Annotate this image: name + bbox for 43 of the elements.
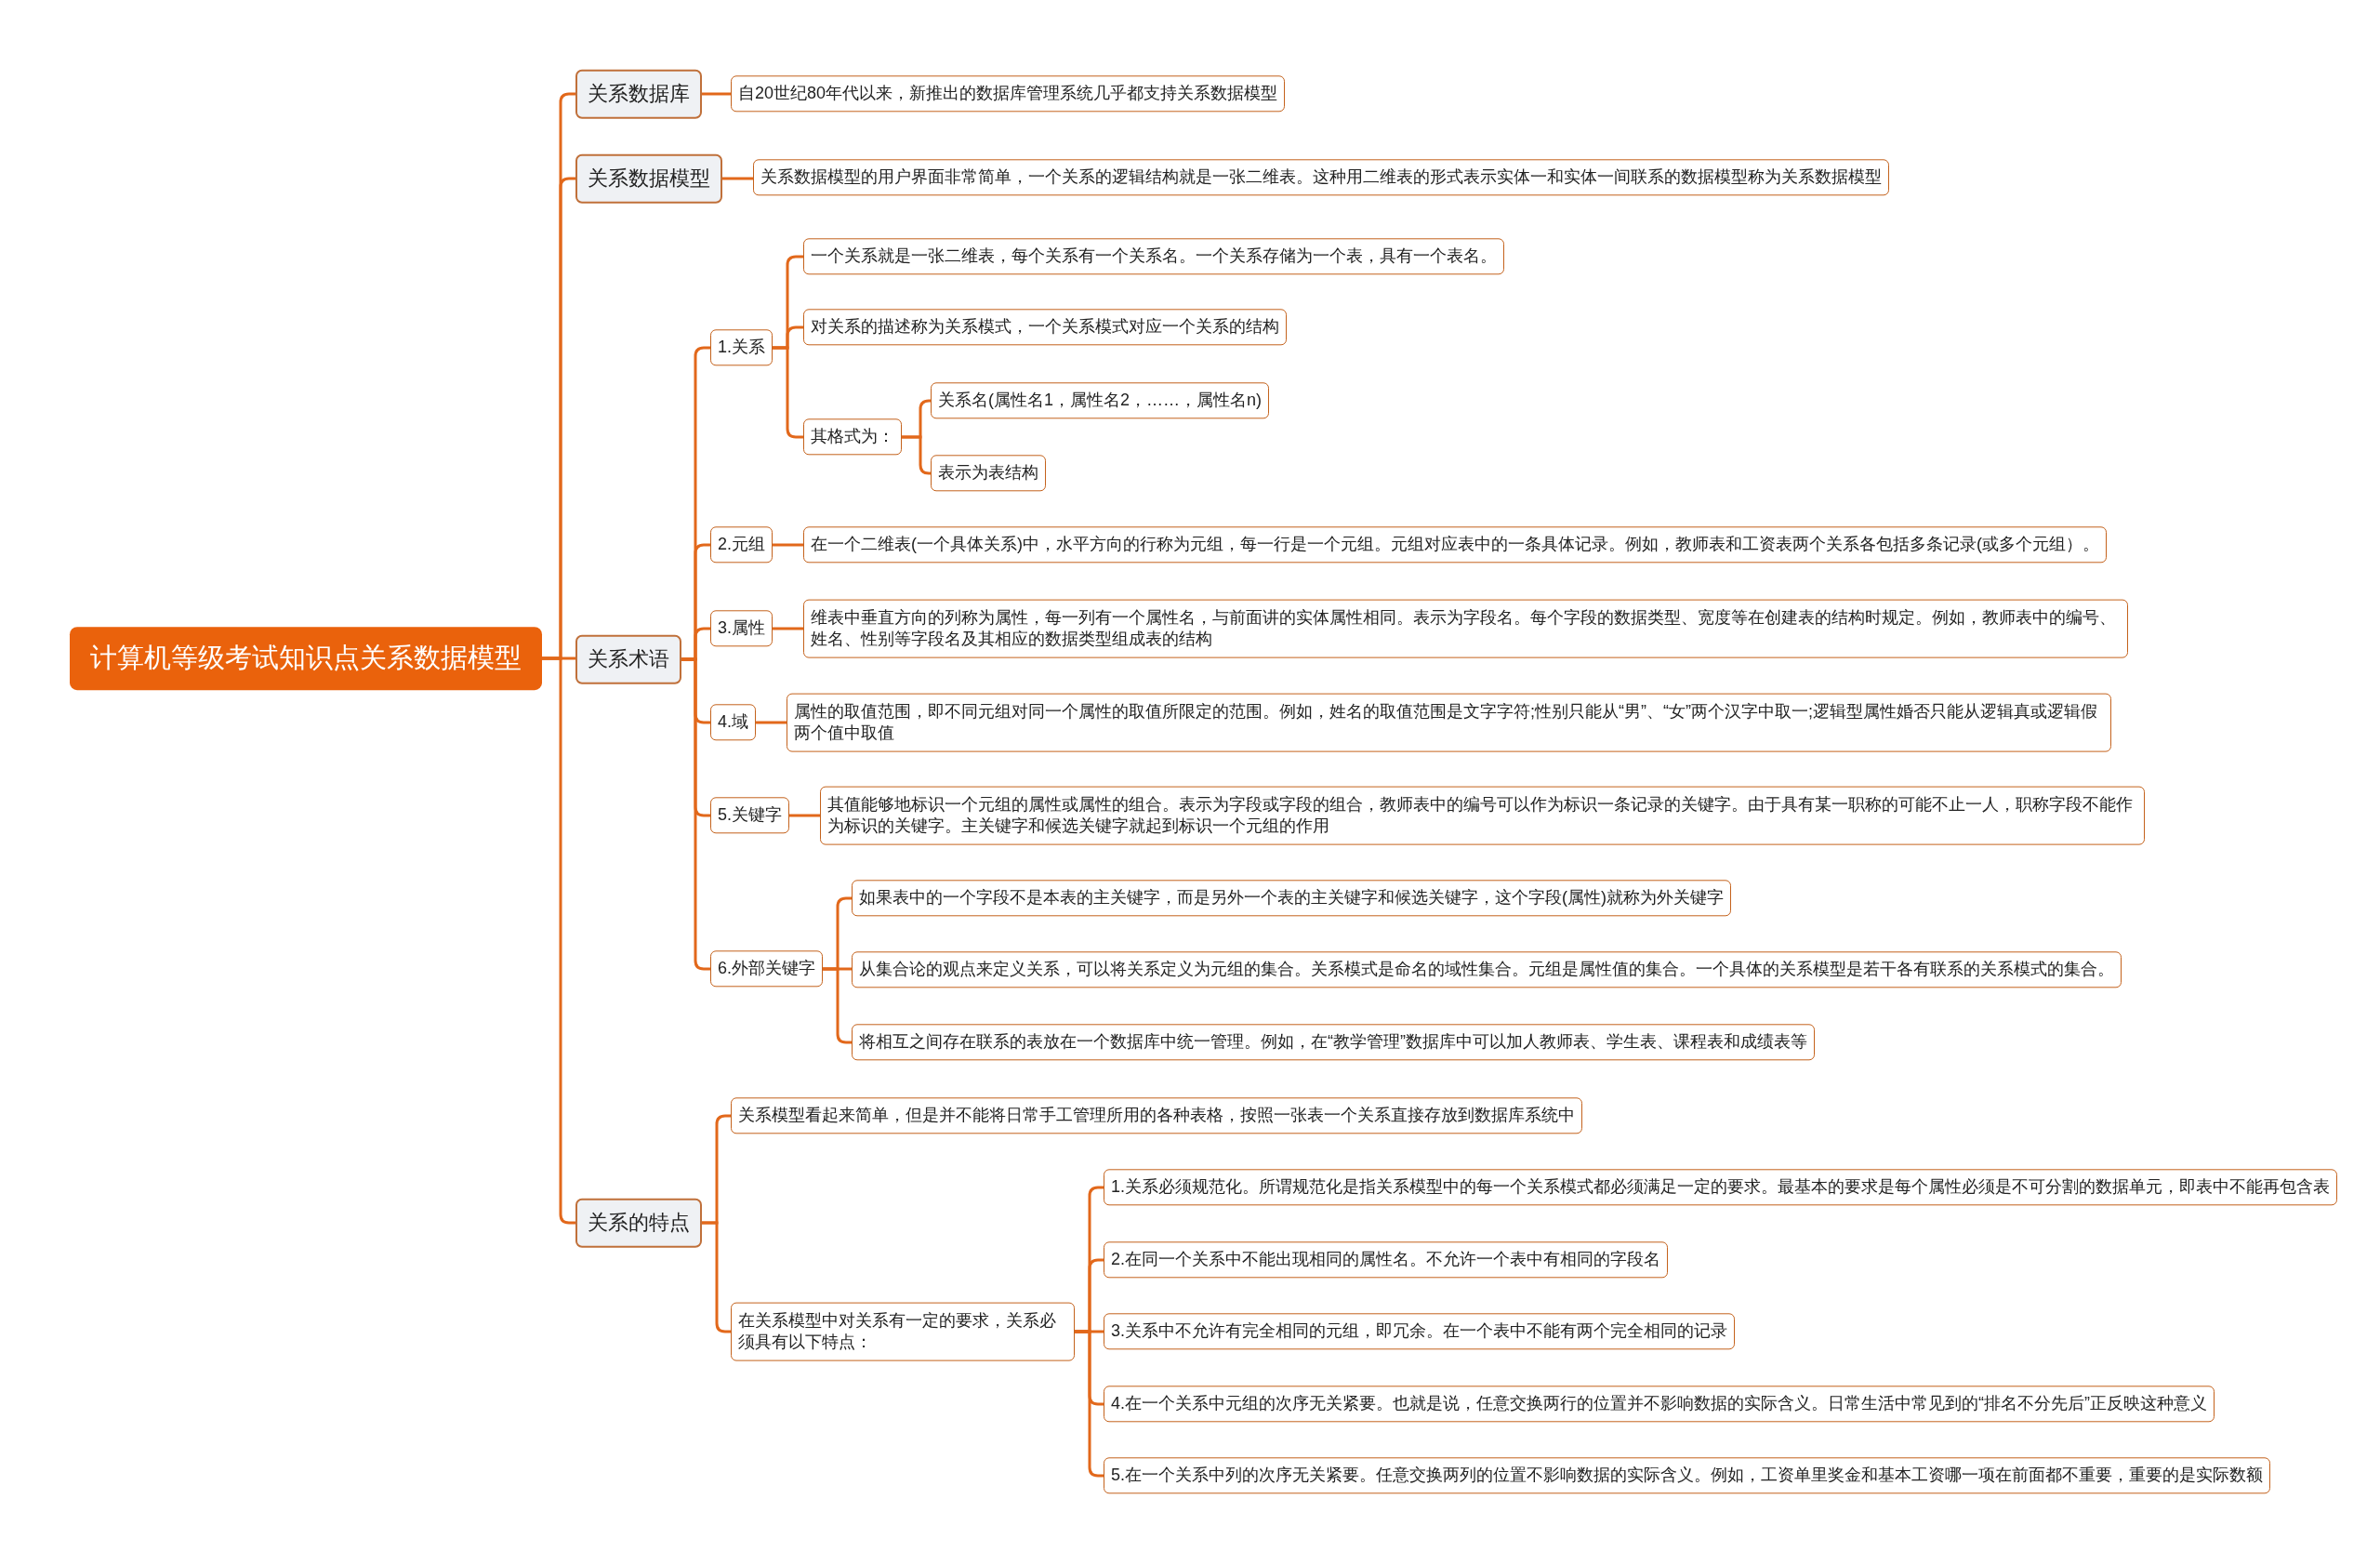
topic-box: 关系术语	[575, 634, 681, 684]
connector-line	[773, 346, 803, 439]
note-box: 关系数据模型的用户界面非常简单，一个关系的逻辑结构就是一张二维表。这种用二维表的形式表示实体一和实体一间联系的数据模型称为关系数据模型	[753, 159, 1889, 196]
connector-line	[756, 721, 787, 724]
note-box: 其值能够地标识一个元组的属性或属性的组合。表示为字段或字段的组合，教师表中的编号可以作为标识一条记录的关键字。由于具有某一职称的可能不止一人，职称字段不能作为标识的关键字。主关键字和候选关键字就起到标识一个元组的作用	[820, 786, 2145, 845]
note-box: 自20世纪80年代以来，新推出的数据库管理系统几乎都支持关系数据模型	[731, 75, 1286, 113]
subtopic-box: 5.关键字	[710, 797, 789, 834]
note-box: 2.在同一个关系中不能出现相同的属性名。不允许一个表中有相同的字段名	[1104, 1241, 1668, 1279]
connector-line	[773, 543, 803, 547]
topic-box: 关系数据库	[575, 69, 702, 119]
subtopic-box: 6.外部关键字	[710, 950, 823, 988]
note-box: 将相互之间存在联系的表放在一个数据库中统一管理。例如，在“教学管理”数据库中可以加人教师表、学生表、课程表和成绩表等	[852, 1024, 1815, 1061]
connector-line	[773, 627, 803, 630]
topic-box: 关系的特点	[575, 1198, 702, 1248]
note-box: 属性的取值范围，即不同元组对同一个属性的取值所限定的范围。例如，姓名的取值范围是文字字符;性别只能从“男”、“女”两个汉字中取一;逻辑型属性婚否只能从逻辑真或逻辑假两个值中取值	[787, 693, 2111, 752]
note-box: 关系模型看起来简单，但是并不能将日常手工管理所用的各种表格，按照一张表一个关系直接存放到数据库系统中	[731, 1097, 1582, 1134]
subtopic-box: 4.域	[710, 704, 756, 741]
note-box: 5.在一个关系中列的次序无关紧要。任意交换两列的位置不影响数据的实际含义。例如，工资单里奖金和基本工资哪一项在前面都不重要，重要的是实际数额	[1104, 1457, 2270, 1494]
note-box: 在一个二维表(一个具体关系)中，水平方向的行称为元组，每一行是一个元组。元组对应表中的一条具体记录。例如，教师表和工资表两个关系各包括多条记录(或多个元组）。	[803, 526, 2107, 564]
connector-line	[823, 967, 852, 1044]
connector-line	[1075, 1330, 1104, 1478]
note-box: 表示为表结构	[931, 455, 1046, 492]
note-box: 一个关系就是一张二维表，每个关系有一个关系名。一个关系存储为一个表，具有一个表名。	[803, 238, 1504, 275]
topic-box: 关系数据模型	[575, 153, 722, 204]
connector-line	[902, 435, 932, 475]
connector-line	[702, 1221, 731, 1333]
note-box: 在关系模型中对关系有一定的要求，关系必须具有以下特点：	[731, 1302, 1075, 1361]
subtopic-box: 1.关系	[710, 329, 773, 366]
connector-line	[722, 177, 753, 180]
central-topic-box: 计算机等级考试知识点关系数据模型	[70, 627, 542, 690]
note-box: 关系名(属性名1，属性名2，……，属性名n)	[931, 382, 1270, 419]
connector-line	[789, 814, 820, 817]
note-box: 3.关系中不允许有完全相同的元组，即冗余。在一个表中不能有两个完全相同的记录	[1104, 1313, 1735, 1350]
subtopic-box: 其格式为：	[803, 418, 902, 456]
note-box: 4.在一个关系中元组的次序无关紧要。也就是说，任意交换两行的位置并不影响数据的实际含义。日常生活中常见到的“排名不分先后”正反映这种意义	[1104, 1386, 2215, 1423]
subtopic-box: 3.属性	[710, 610, 773, 647]
note-box: 维表中垂直方向的列称为属性，每一列有一个属性名，与前面讲的实体属性相同。表示为字段名。每个字段的数据类型、宽度等在创建表的结构时规定。例如，教师表中的编号、姓名、性别等字段名及其相应的数据类型组成表的结构	[803, 599, 2128, 658]
note-box: 1.关系必须规范化。所谓规范化是指关系模型中的每一个关系模式都必须满足一定的要求。最基本的要求是每个属性必须是不可分割的数据单元，即表中不能再包含表	[1104, 1169, 2337, 1206]
note-box: 如果表中的一个字段不是本表的主关键字，而是另外一个表的主关键字和候选关键字，这个字段(属性)就称为外关键字	[852, 880, 1731, 917]
subtopic-box: 2.元组	[710, 526, 773, 564]
note-box: 从集合论的观点来定义关系，可以将关系定义为元组的集合。关系模式是命名的域性集合。元组是属性值的集合。一个具体的关系模型是若干各有联系的关系模式的集合。	[852, 951, 2122, 988]
connector-line	[702, 92, 731, 96]
note-box: 对关系的描述称为关系模式，一个关系模式对应一个关系的结构	[803, 309, 1287, 346]
